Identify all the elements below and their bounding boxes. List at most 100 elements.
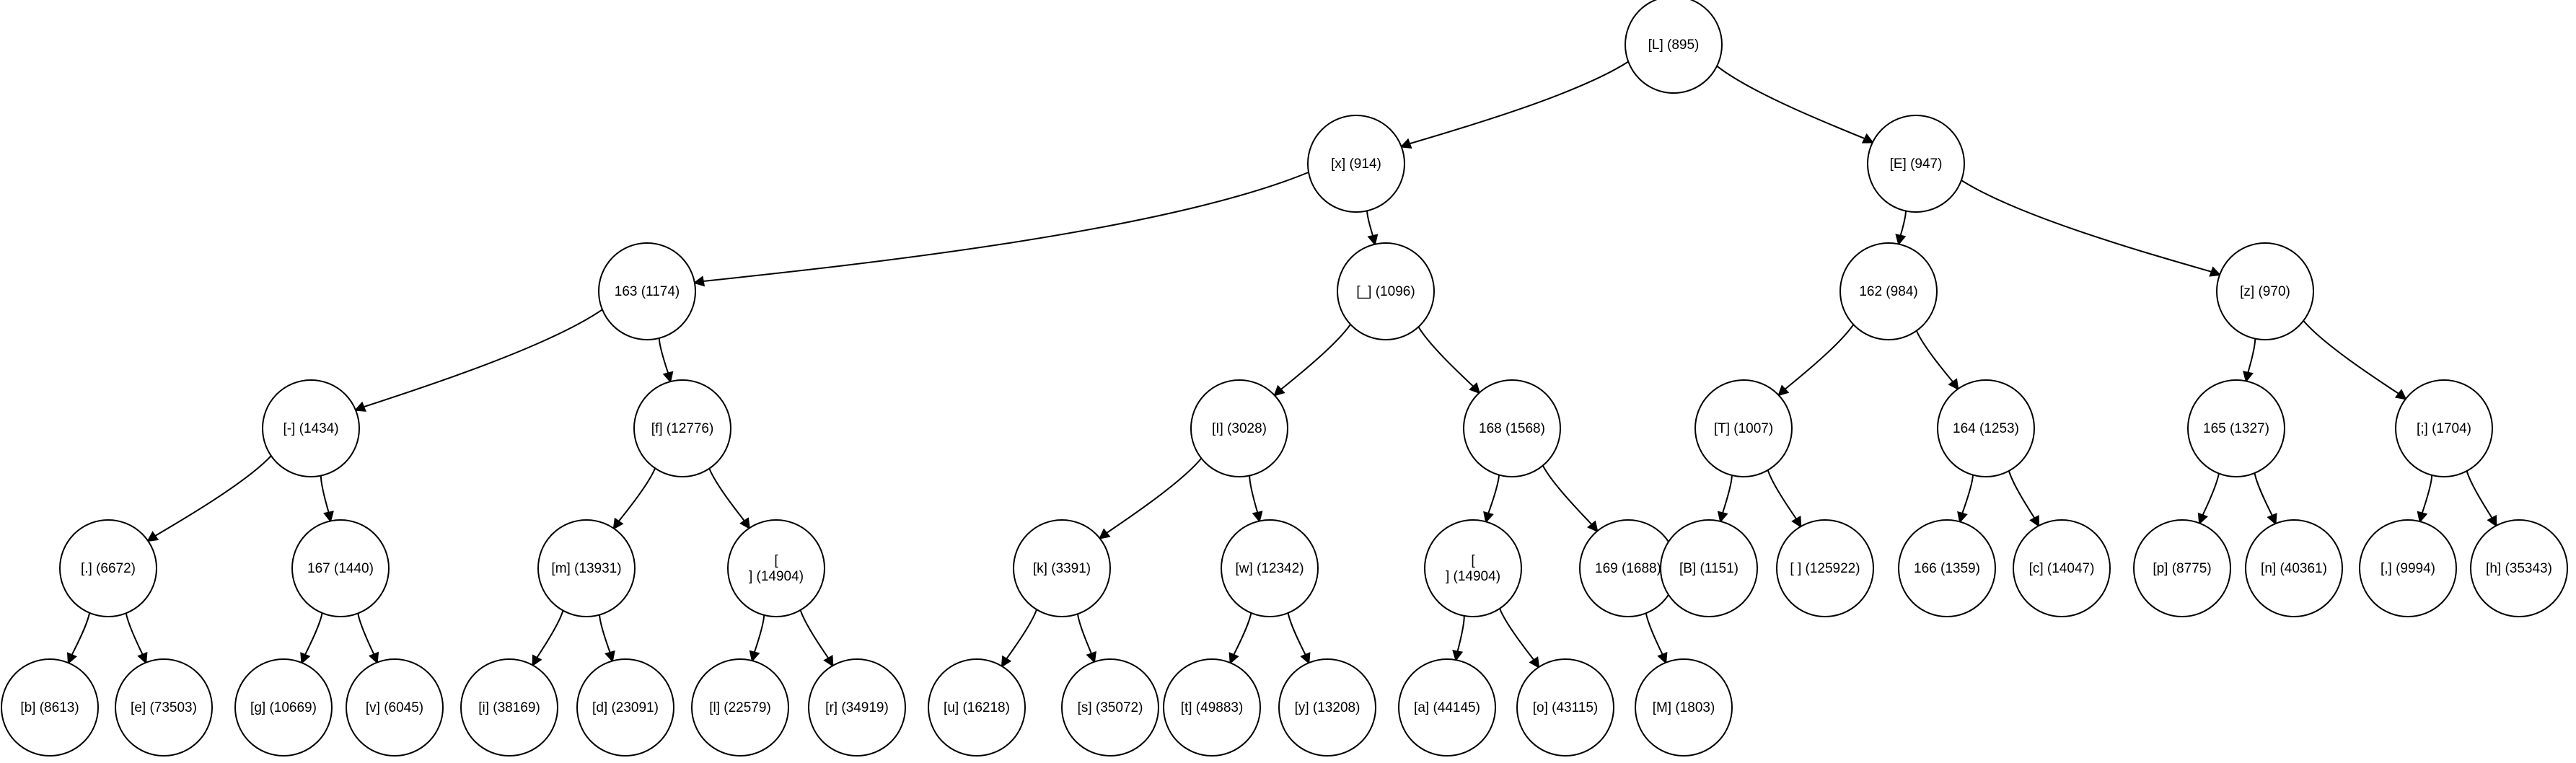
node-circle (291, 519, 390, 617)
edge-n14-n29 (2254, 472, 2277, 526)
arrowhead-icon (137, 651, 148, 664)
node-label: [ ] (125922) (1790, 561, 1860, 576)
arrowhead-icon (2267, 513, 2277, 526)
tree-node-e-947: [E] (947) (1867, 115, 1965, 213)
tree-node-w-12342: [w] (12342) (1221, 519, 1319, 617)
tree-node-167-1440: 167 (1440) (291, 519, 390, 617)
node-label: [I] (3028) (1212, 421, 1267, 436)
arrowhead-icon (2417, 511, 2428, 524)
edge-line (1961, 475, 1974, 514)
node-circle (1463, 379, 1561, 477)
edge-line (1767, 469, 1798, 520)
node-circle (598, 242, 696, 340)
edge-line (1716, 65, 1865, 140)
tree-node-t-49883: [t] (49883) (1163, 658, 1261, 757)
tree-node-164-1253: 164 (1253) (1937, 379, 2035, 477)
node-label: 162 (984) (1859, 284, 1917, 299)
arrowhead-icon (1717, 511, 1728, 524)
edge-n17-n35 (357, 613, 379, 664)
edge-n16-n33 (125, 613, 148, 664)
edge-n21-n42 (1228, 612, 1252, 665)
node-label: [] (14904) (1446, 553, 1500, 584)
arrowhead-icon (1001, 655, 1012, 668)
node-label-line: ] (14904) (749, 569, 804, 584)
node-label: 167 (1440) (307, 561, 374, 576)
tree-node-c-14047: [c] (14047) (2013, 519, 2111, 617)
edge-n13-n26 (1957, 475, 1974, 524)
tree-node-168-1568: 168 (1568) (1463, 379, 1561, 477)
tree-node-g-10669: [g] (10669) (234, 658, 333, 757)
arrowhead-icon (1587, 520, 1599, 533)
node-circle (2187, 379, 2285, 477)
node-label: [L] (895) (1648, 38, 1700, 53)
edge-line (1280, 324, 1351, 390)
tree-node-l-895: [L] (895) (1625, 0, 1723, 94)
arrowhead-icon (2243, 371, 2254, 383)
arrowhead-icon (353, 401, 366, 412)
edge-n22-n45 (1499, 608, 1540, 669)
arrowhead-icon (1957, 511, 1968, 524)
node-circle (2470, 519, 2568, 617)
edge-n10-n21 (1249, 475, 1263, 523)
node-label: 165 (1327) (2203, 421, 2269, 436)
edge-n4-n8 (353, 309, 603, 412)
edge-n15-n31 (2466, 470, 2497, 527)
edge-line (1784, 324, 1855, 390)
tree-node-1096: [_] (1096) (1337, 242, 1435, 340)
edge-n6-n13 (1915, 330, 1959, 391)
arrowhead-icon (2209, 266, 2222, 277)
node-label: [a] (44145) (1414, 700, 1480, 715)
node-label: [r] (34919) (825, 700, 889, 715)
node-circle (1839, 242, 1938, 340)
tree-node-o-43115: [o] (43115) (1516, 658, 1614, 757)
node-label: [i] (38169) (478, 700, 540, 715)
tree-node-162-984: 162 (984) (1839, 242, 1938, 340)
node-label: [_] (1096) (1356, 284, 1415, 299)
tree-node-b-8613: [b] (8613) (1, 658, 99, 757)
tree-node-m-1803: [M] (1803) (1635, 658, 1733, 757)
node-label: [u] (16218) (944, 700, 1010, 715)
edge-n12-n24 (1717, 475, 1733, 524)
tree-node-z-970: [z] (970) (2216, 242, 2314, 340)
arrowhead-icon (1529, 656, 1540, 669)
arrowhead-icon (605, 650, 615, 663)
arrowhead-icon (1098, 528, 1111, 539)
arrowhead-icon (1086, 650, 1096, 663)
edge-line (799, 609, 830, 659)
edges-layer (66, 61, 2497, 669)
edge-n7-n15 (2303, 320, 2407, 400)
arrowhead-icon (1791, 516, 1802, 529)
edge-line (363, 309, 603, 408)
tree-node-h-35343: [h] (35343) (2470, 519, 2568, 617)
edge-n12-n25 (1767, 469, 1802, 529)
node-circle (1278, 658, 1376, 757)
arrowhead-icon (2029, 515, 2040, 528)
edge-line (753, 614, 765, 653)
edge-line (1366, 211, 1374, 237)
arrowhead-icon (823, 654, 834, 667)
node-label: [w] (12342) (1235, 561, 1304, 576)
tree-node-b-1151: [B] (1151) (1660, 519, 1758, 617)
edge-n20-n40 (1001, 609, 1037, 668)
node-circle (1337, 242, 1435, 340)
arrowhead-icon (1895, 234, 1907, 246)
node-circle (633, 379, 731, 477)
edge-n11-n22 (1483, 475, 1500, 524)
edge-n21-n43 (1287, 612, 1311, 665)
edge-line (304, 612, 323, 656)
tree-node-y-13208: [y] (13208) (1278, 658, 1376, 757)
edge-line (71, 612, 91, 656)
edge-line (1233, 612, 1252, 656)
edge-n20-n41 (1076, 614, 1096, 663)
tree-node-k-3391: [k] (3391) (1013, 519, 1111, 617)
node-label: [k] (3391) (1033, 561, 1091, 576)
node-label: [-] (1434) (283, 421, 338, 436)
node-circle (262, 379, 360, 477)
node-label: [b] (8613) (20, 700, 79, 715)
tree-node-v-6045: [v] (6045) (346, 658, 444, 757)
arrowhead-icon (1228, 652, 1239, 665)
node-circle (1190, 379, 1288, 477)
node-label: [B] (1151) (1679, 561, 1738, 576)
edge-line (1006, 609, 1037, 660)
